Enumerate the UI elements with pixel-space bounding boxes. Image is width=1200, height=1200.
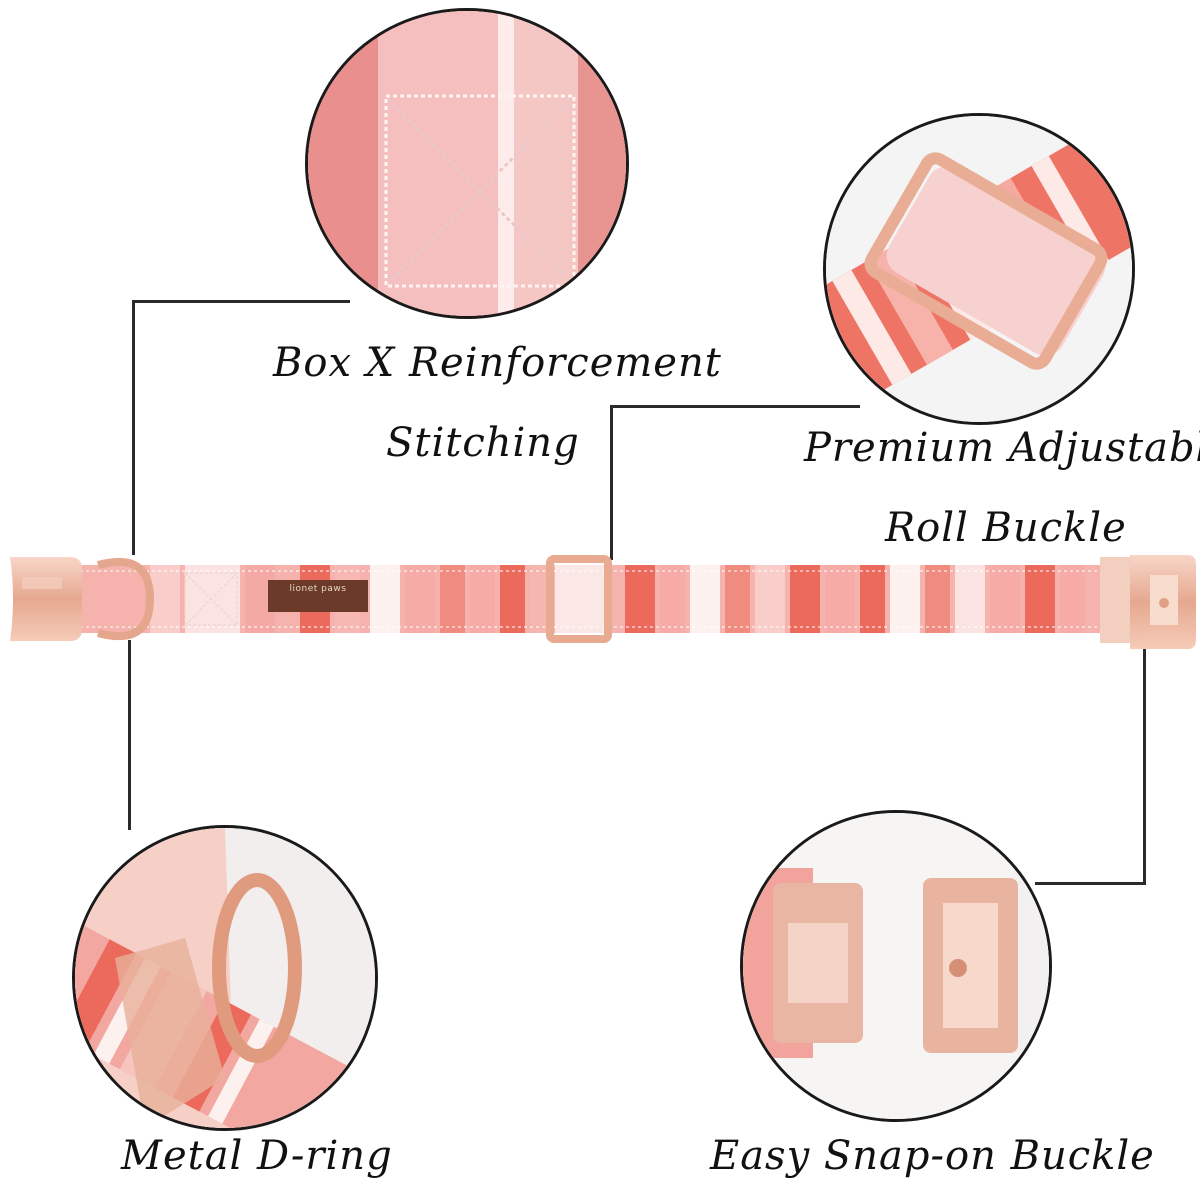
callout-stitching-line2: Stitching [386,420,580,466]
callout-roll-buckle-line1: Premium Adjustable [804,425,1200,471]
leader-line-dring-v [128,640,131,830]
callout-roll-buckle-line2: Roll Buckle [885,505,1127,551]
callout-dring: Metal D-ring [121,1133,393,1179]
leader-line-stitching-h [132,300,350,303]
dring-closeup [72,825,378,1131]
leader-line-stitching-v [132,300,135,555]
leader-line-roll-buckle-h [610,405,860,408]
callout-snap-buckle: Easy Snap-on Buckle [710,1133,1155,1179]
brand-tag-label: lionet paws [289,584,347,594]
collar-image [10,555,1196,649]
leader-line-roll-buckle-v [610,405,613,560]
stitching-closeup [305,8,629,319]
leader-line-snap-v [1143,640,1146,885]
snap-buckle-closeup [740,810,1052,1122]
leader-line-snap-h [1035,882,1146,885]
roll-buckle-closeup [823,113,1135,425]
callout-stitching-line1: Box X Reinforcement [273,340,722,386]
